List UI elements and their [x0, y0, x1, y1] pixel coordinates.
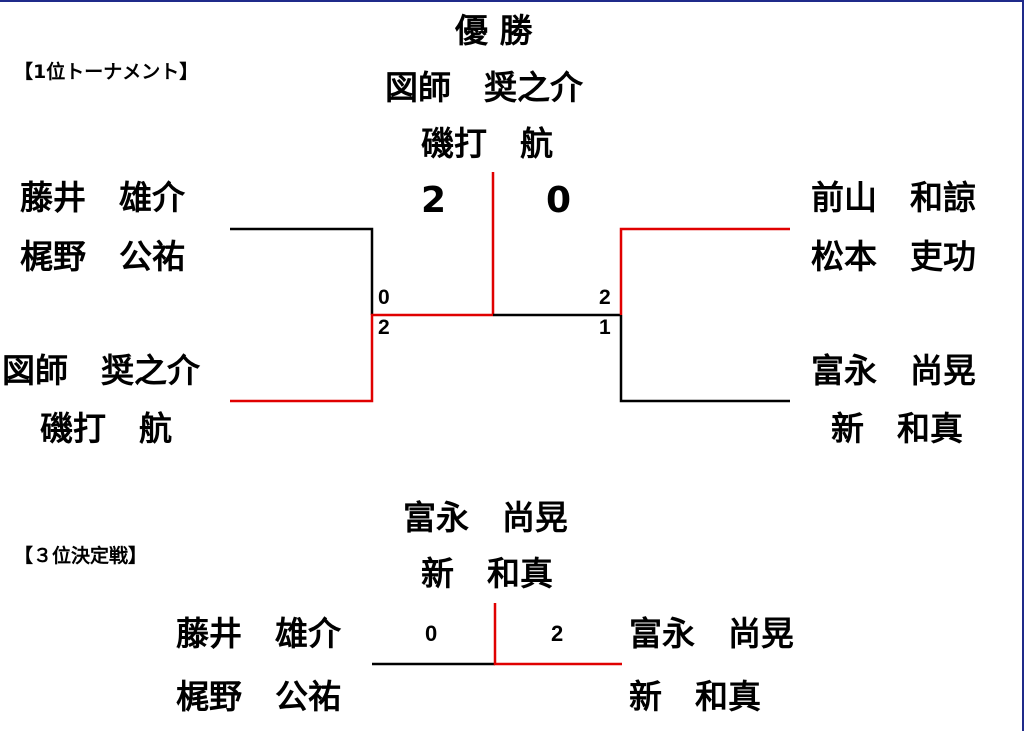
line-right-bottom: [619, 315, 790, 403]
right-border: [1022, 0, 1024, 731]
right-top-name-1: 前山 和諒: [811, 178, 976, 217]
line-third-right: [493, 603, 622, 666]
champion-name-2: 磯打 航: [421, 124, 553, 163]
final-score-left: 2: [421, 180, 447, 221]
third-right-name-2: 新 和真: [629, 677, 761, 716]
left-bottom-name-2: 磯打 航: [40, 409, 172, 448]
semi-right-top-score: 2: [599, 286, 611, 309]
right-bottom-name-1: 富永 尚晃: [811, 351, 976, 390]
third-winner-name-1: 富永 尚晃: [403, 498, 568, 537]
champion-heading: 優 勝: [455, 11, 533, 50]
third-score-right: 2: [551, 621, 564, 646]
left-bottom-name-1: 図師 奨之介: [2, 351, 200, 390]
third-left-name-2: 梶野 公祐: [176, 677, 341, 716]
semi-left-bottom-score: 2: [378, 316, 390, 339]
third-left-name-1: 藤井 雄介: [176, 614, 341, 653]
third-right-name-1: 富永 尚晃: [629, 614, 794, 653]
line-right-top: [619, 227, 790, 315]
right-bottom-name-2: 新 和真: [831, 409, 963, 448]
left-top-name-1: 藤井 雄介: [20, 178, 185, 217]
line-left-top: [230, 227, 374, 315]
champion-name-1: 図師 奨之介: [385, 68, 583, 107]
line-left-bottom: [230, 313, 493, 403]
final-score-right: 0: [546, 180, 572, 221]
third-score-left: 0: [425, 621, 438, 646]
semi-right-bottom-score: 1: [599, 316, 611, 339]
third-winner-name-2: 新 和真: [421, 554, 553, 593]
left-top-name-2: 梶野 公祐: [20, 237, 185, 276]
top-border: [0, 0, 1024, 2]
right-top-name-2: 松本 吏功: [811, 237, 976, 276]
section-title-third-place: 【３位決定戦】: [14, 545, 148, 567]
section-title-tournament: 【1位トーナメント】: [14, 61, 199, 83]
semi-left-top-score: 0: [378, 286, 390, 309]
